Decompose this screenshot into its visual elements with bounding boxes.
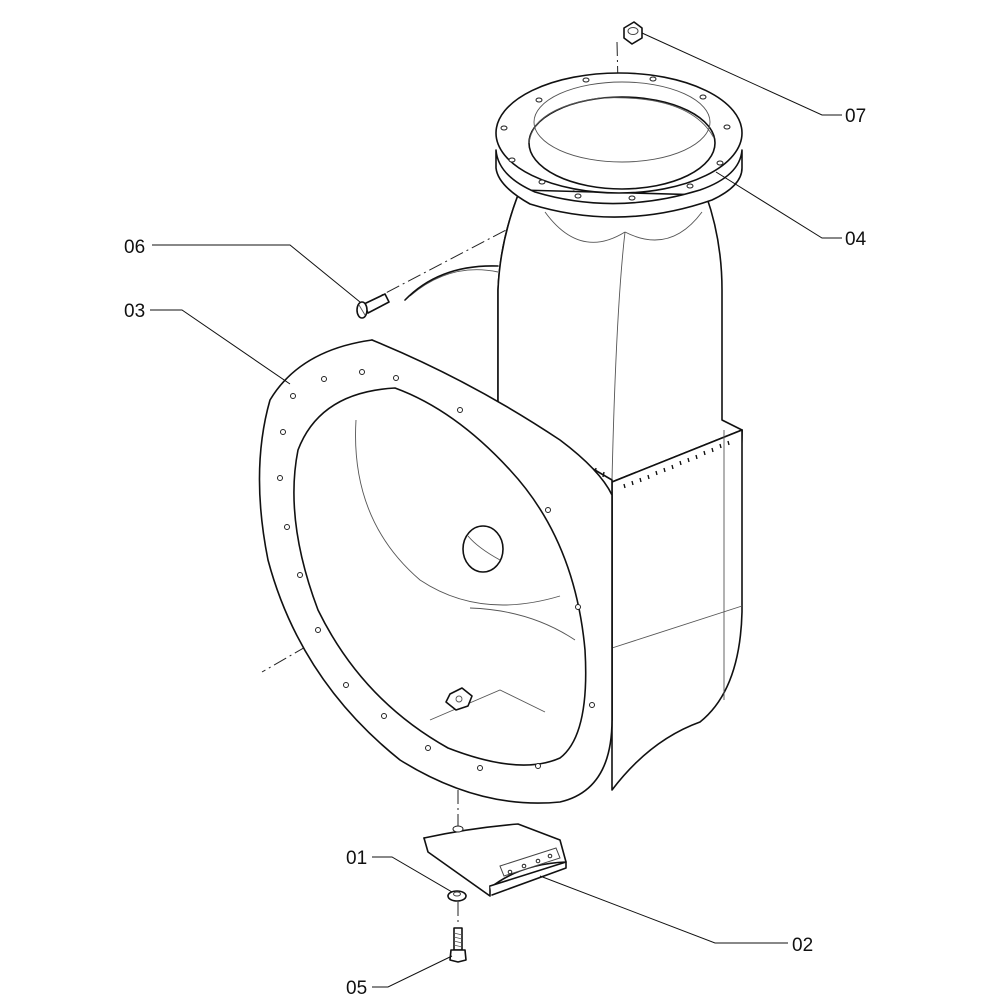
callout-05: 05 <box>346 978 367 999</box>
leader-lines <box>150 32 842 988</box>
callout-04: 04 <box>845 229 867 250</box>
part-07-nut <box>623 21 643 45</box>
callout-03: 03 <box>124 301 145 322</box>
callout-01: 01 <box>346 848 367 869</box>
part-03-scroll-housing <box>258 265 743 804</box>
flange-bolt-holes <box>500 76 731 201</box>
callout-labels: 07 04 06 03 01 02 05 <box>124 106 867 999</box>
part-05-bolt <box>449 927 467 963</box>
part-06-screw <box>356 293 390 319</box>
part-02-drain-plate <box>423 823 567 897</box>
housing-bolt-holes <box>277 369 595 771</box>
callout-02: 02 <box>792 935 813 956</box>
callout-07: 07 <box>845 106 866 127</box>
callout-06: 06 <box>124 237 145 258</box>
part-01-washer <box>447 890 467 902</box>
